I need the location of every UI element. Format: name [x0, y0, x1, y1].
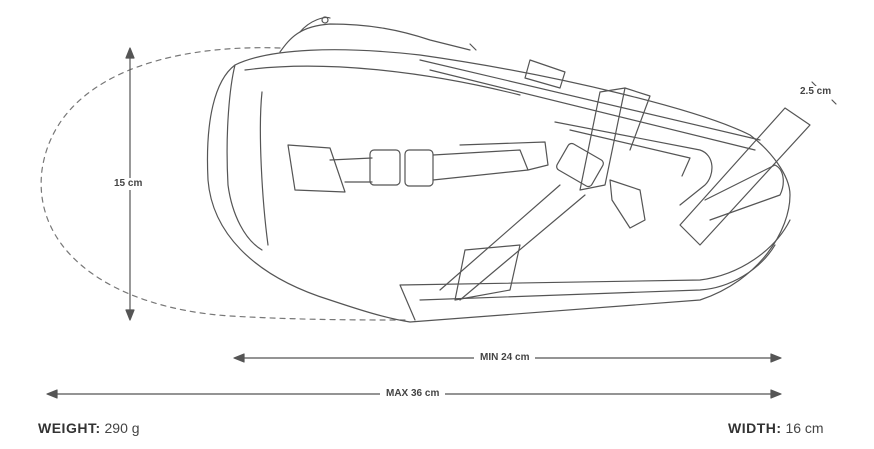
width-spec: WIDTH: 16 cm	[728, 420, 824, 436]
clamp-arrow-bottom	[831, 99, 837, 105]
side-panel	[554, 121, 713, 206]
compression-strap	[287, 144, 346, 193]
height-label: 15 cm	[111, 178, 146, 190]
weight-spec: WEIGHT: 290 g	[38, 420, 140, 436]
weight-value: 290 g	[104, 420, 140, 436]
expanded-outline	[40, 47, 406, 321]
cord-toggle	[321, 16, 329, 24]
seat-rail	[679, 107, 811, 246]
buckle-right	[404, 149, 434, 187]
clamp-arrow-top	[811, 81, 817, 87]
weight-label: WEIGHT:	[38, 420, 101, 436]
width-label: WIDTH:	[728, 420, 782, 436]
min-length-label: MIN 24 cm	[474, 352, 536, 364]
bag-roll-top	[226, 64, 263, 251]
diagonal-strap	[579, 87, 626, 191]
width-value: 16 cm	[785, 420, 824, 436]
max-length-label: MAX 36 cm	[380, 388, 446, 400]
buckle-left	[369, 149, 401, 186]
buckle-diagonal	[556, 142, 604, 188]
top-strap	[419, 59, 761, 151]
clamp-label: 2.5 cm	[800, 86, 832, 98]
bag-body	[206, 49, 791, 323]
bag-base	[399, 219, 791, 321]
